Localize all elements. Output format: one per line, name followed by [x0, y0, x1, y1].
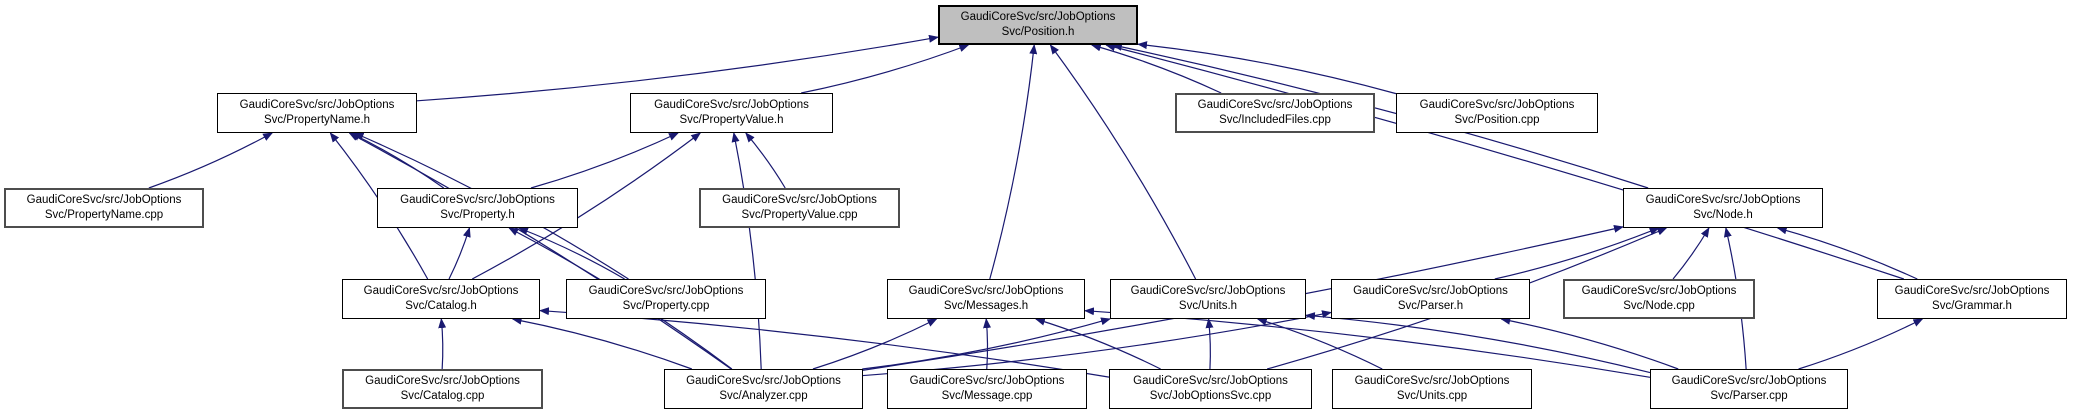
- node-label-line1: GaudiCoreSvc/src/JobOptions: [1130, 285, 1286, 297]
- include-edge-node_h-to-position_h: [1111, 42, 1649, 189]
- include-edge-joboptionssvc_cpp-to-catalog_h: [539, 307, 1110, 378]
- node-label-line1: GaudiCoreSvc/src/JobOptions: [365, 375, 520, 387]
- include-edge-property_cpp-to-property_h: [517, 227, 625, 280]
- node-label-line1: GaudiCoreSvc/src/JobOptions: [654, 99, 809, 111]
- node-label-line1: GaudiCoreSvc/src/JobOptions: [1419, 99, 1575, 111]
- include-edge-message_cpp-to-messages_h: [983, 318, 992, 370]
- include-edge-propertyvalue_cpp-to-propertyvalue_h: [745, 132, 786, 189]
- node-label-line2: Svc/Position.cpp: [1454, 114, 1540, 126]
- node-label-line2: Svc/Parser.cpp: [1710, 390, 1788, 402]
- include-edge-catalog_h-to-propertyvalue_h: [471, 132, 702, 280]
- include-edge-joboptionssvc_cpp-to-messages_h: [1034, 317, 1161, 370]
- include-edge-joboptionssvc_cpp-to-units_h: [1205, 318, 1214, 370]
- include-edge-parser_cpp-to-grammar_h: [1798, 318, 1924, 370]
- node-label-line2: Svc/Message.cpp: [941, 390, 1033, 402]
- node-label-line2: Svc/PropertyName.h: [263, 114, 371, 126]
- node-label-line1: GaudiCoreSvc/src/JobOptions: [1894, 285, 2050, 297]
- node-label-line1: GaudiCoreSvc/src/JobOptions: [909, 375, 1065, 387]
- include-edge-analyzer_cpp-to-propertyname_h: [348, 132, 732, 370]
- include-edge-messages_h-to-position_h: [989, 44, 1038, 280]
- include-edge-analyzer_cpp-to-catalog_h: [511, 316, 693, 370]
- include-edge-position_cpp-to-position_h: [1137, 41, 1397, 95]
- node-label-line2: Svc/Analyzer.cpp: [719, 390, 808, 402]
- node-label-line1: GaudiCoreSvc/src/JobOptions: [1581, 285, 1737, 297]
- node-label-line1: GaudiCoreSvc/src/JobOptions: [1354, 375, 1510, 387]
- node-label-line2: Svc/Position.h: [1001, 26, 1075, 38]
- node-label-line1: GaudiCoreSvc/src/JobOptions: [1353, 285, 1508, 297]
- include-edge-catalog_cpp-to-catalog_h: [438, 318, 447, 370]
- node-label-line2: Svc/Catalog.cpp: [400, 390, 485, 402]
- node-label-line2: Svc/Units.h: [1178, 300, 1238, 312]
- node-label-line2: Svc/PropertyName.cpp: [44, 209, 164, 221]
- node-label-line2: Svc/Grammar.h: [1932, 300, 2012, 312]
- node-label-line1: GaudiCoreSvc/src/JobOptions: [363, 285, 519, 297]
- include-edge-propertyname_cpp-to-propertyname_h: [148, 132, 274, 189]
- node-label-line1: GaudiCoreSvc/src/JobOptions: [588, 285, 744, 297]
- include-edge-grammar_h-to-node_h: [1776, 226, 1918, 280]
- include-edge-parser_cpp-to-messages_h: [1084, 307, 1651, 378]
- node-label-line1: GaudiCoreSvc/src/JobOptions: [26, 194, 182, 206]
- node-label-line1: GaudiCoreSvc/src/JobOptions: [960, 11, 1116, 23]
- node-label-line1: GaudiCoreSvc/src/JobOptions: [1671, 375, 1827, 387]
- include-edge-includedfiles_cpp-to-position_h: [1090, 43, 1222, 94]
- node-label-line2: Svc/Messages.h: [943, 300, 1029, 312]
- node-label-line2: Svc/PropertyValue.cpp: [741, 209, 858, 221]
- include-edge-analyzer_cpp-to-units_h: [862, 317, 1111, 370]
- node-label-line2: Svc/Property.h: [440, 209, 515, 221]
- include-edge-parser_cpp-to-parser_h: [1500, 316, 1679, 370]
- include-edge-parser_cpp-to-units_h: [1305, 312, 1651, 374]
- node-label-line1: GaudiCoreSvc/src/JobOptions: [1197, 99, 1353, 111]
- node-label-line1: GaudiCoreSvc/src/JobOptions: [722, 194, 877, 206]
- node-label-line2: Svc/IncludedFiles.cpp: [1219, 114, 1331, 126]
- node-label-line1: GaudiCoreSvc/src/JobOptions: [686, 375, 841, 387]
- node-label-line2: Svc/PropertyValue.h: [679, 114, 784, 126]
- node-label-line1: GaudiCoreSvc/src/JobOptions: [239, 99, 395, 111]
- include-edge-catalog_h-to-property_h: [448, 227, 471, 280]
- include-edge-grammar_h-to-position_h: [1105, 43, 1905, 280]
- node-label-line2: Svc/Units.cpp: [1396, 390, 1468, 402]
- include-edge-analyzer_cpp-to-propertyvalue_h: [731, 132, 762, 370]
- include-edge-parser_h-to-node_h: [1494, 227, 1660, 280]
- include-edge-propertyvalue_h-to-position_h: [801, 44, 970, 94]
- include-edge-node_cpp-to-node_h: [1672, 227, 1710, 280]
- node-label-line1: GaudiCoreSvc/src/JobOptions: [400, 194, 555, 206]
- node-label-line1: GaudiCoreSvc/src/JobOptions: [908, 285, 1064, 297]
- include-edge-analyzer_cpp-to-messages_h: [812, 318, 938, 370]
- include-edge-property_h-to-propertyvalue_h: [530, 132, 679, 189]
- node-label-line2: Svc/Parser.h: [1397, 300, 1464, 312]
- node-label-line2: Svc/JobOptionsSvc.cpp: [1149, 390, 1272, 402]
- node-label-line1: GaudiCoreSvc/src/JobOptions: [1133, 375, 1288, 387]
- include-edge-propertyname_h-to-position_h: [416, 34, 939, 102]
- include-edge-units_h-to-position_h: [1049, 44, 1197, 280]
- node-label-line2: Svc/Property.cpp: [622, 300, 710, 312]
- node-label-line1: GaudiCoreSvc/src/JobOptions: [1645, 194, 1801, 206]
- node-label-line2: Svc/Node.h: [1693, 209, 1753, 221]
- node-label-line2: Svc/Node.cpp: [1623, 300, 1695, 312]
- node-label-line2: Svc/Catalog.h: [405, 300, 477, 312]
